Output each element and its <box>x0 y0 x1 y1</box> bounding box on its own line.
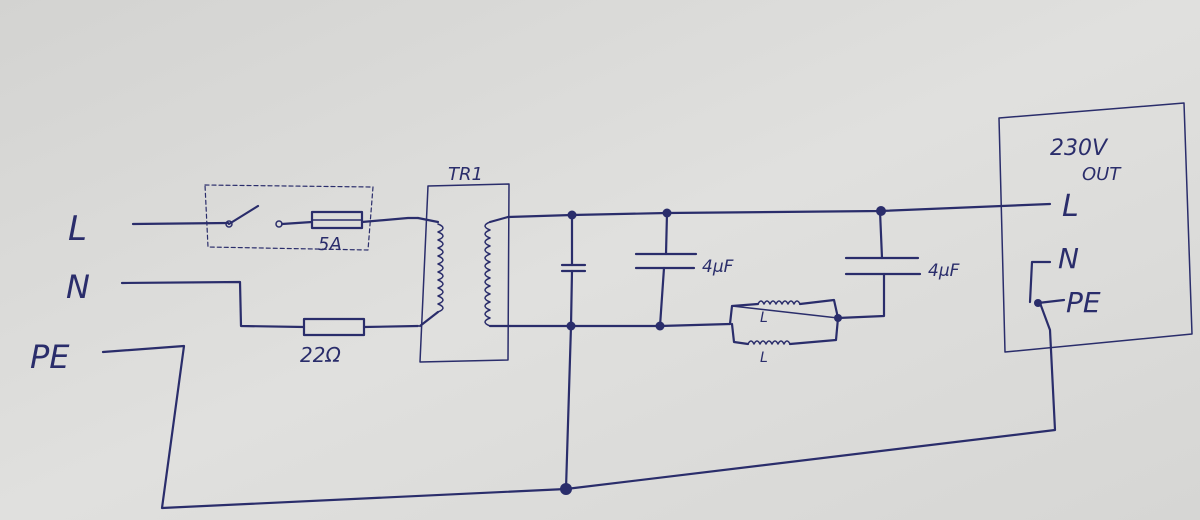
inductor-branch-right-bottom <box>788 316 840 346</box>
output-neutral-bracket <box>1028 260 1052 304</box>
junction-dot <box>655 321 665 331</box>
primary-lead-bottom <box>418 310 440 328</box>
junction-dot <box>662 208 672 218</box>
ground-vertical-wire <box>564 324 573 491</box>
c3-plates <box>844 256 922 276</box>
c2-lead-bottom <box>658 266 666 328</box>
input-label-pe: PE <box>30 338 70 376</box>
transformer-box <box>419 183 510 363</box>
input-label-l: L <box>68 209 87 249</box>
primary-winding <box>437 223 444 313</box>
inductor-cross-stroke <box>731 305 839 319</box>
neutral-wire-input <box>120 280 306 329</box>
input-label-n: N <box>66 268 90 306</box>
output-label-l: L <box>1062 189 1079 224</box>
line-wire-to-primary <box>360 216 420 224</box>
inductor-bottom-label: L <box>760 350 768 366</box>
fuse-label: 5A <box>318 234 342 255</box>
c1-plates <box>560 263 587 273</box>
junction-dot <box>834 314 842 322</box>
output-pe-stub <box>1036 298 1066 305</box>
junction-dot <box>876 206 886 216</box>
c2-label: 4µF <box>702 257 734 277</box>
output-label-pe: PE <box>1066 286 1101 319</box>
output-title-out: OUT <box>1082 164 1122 185</box>
junction-dot <box>560 483 572 495</box>
primary-lead-top <box>416 216 440 224</box>
junction-dot <box>567 210 577 220</box>
secondary-lead-top <box>488 215 510 224</box>
line-wire-to-fuse <box>280 220 314 226</box>
output-bottom-rail <box>508 322 732 328</box>
inductor-branch-left-bottom <box>730 322 750 346</box>
c3-lead-top <box>878 209 884 260</box>
neutral-wire-to-primary <box>362 324 420 329</box>
c1-lead-bottom <box>569 269 574 328</box>
c2-lead-top <box>664 211 669 256</box>
transformer-label: TR1 <box>448 164 483 185</box>
output-label-n: N <box>1058 242 1079 275</box>
inductor-to-c3-wire <box>836 272 886 320</box>
line-wire-input <box>131 221 230 226</box>
resistor-label: 22Ω <box>300 343 341 367</box>
junction-dot <box>566 321 576 331</box>
switch-lever <box>227 204 260 226</box>
secondary-winding <box>484 221 491 327</box>
output-box <box>998 102 1193 353</box>
inductor-top <box>757 300 801 305</box>
inductor-bottom <box>747 340 791 345</box>
output-title-voltage: 230V <box>1050 136 1109 161</box>
switch-fuse-enclosure <box>204 184 374 251</box>
c3-label: 4µF <box>928 261 960 281</box>
inductor-top-label: L <box>760 310 768 326</box>
switch-contact-a <box>225 220 233 228</box>
inductor-branch-right-top <box>798 298 840 320</box>
